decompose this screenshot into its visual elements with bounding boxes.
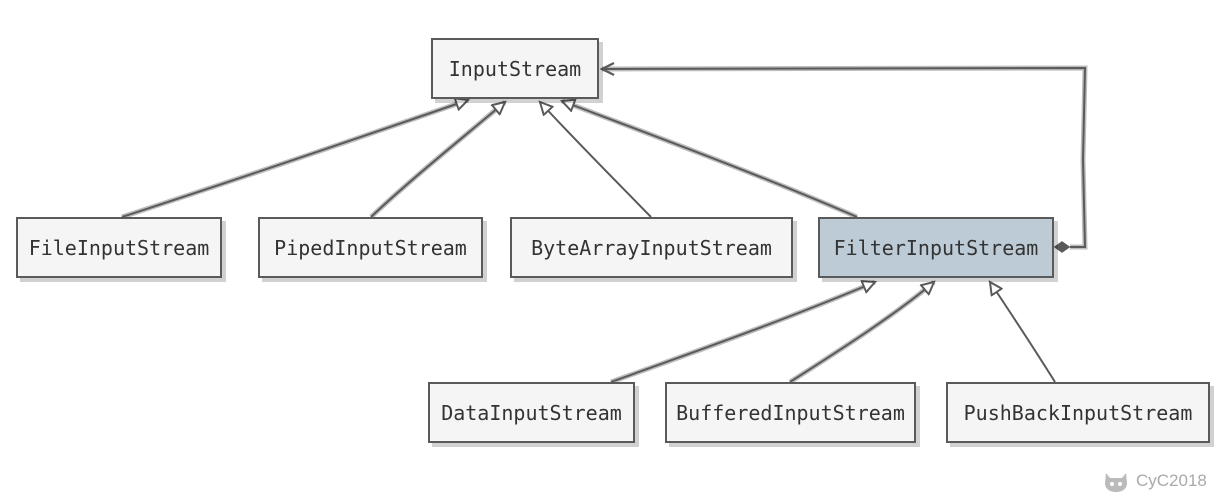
edge-buffered-to-filter-line (789, 282, 934, 383)
watermark: CyC2018 (1102, 468, 1207, 494)
node-data-input-stream[interactable]: DataInputStream (428, 382, 635, 443)
watermark-text: CyC2018 (1136, 471, 1207, 490)
node-byte-array-input-stream[interactable]: ByteArrayInputStream (510, 217, 793, 278)
edge-data-to-filter-line (610, 282, 875, 383)
node-piped-input-stream[interactable]: PipedInputStream (258, 217, 483, 278)
aggregation-diamond-icon (1053, 241, 1071, 253)
edge-file-to-inputstream-line (121, 100, 468, 218)
node-input-stream[interactable]: InputStream (431, 38, 599, 99)
node-file-input-stream[interactable]: FileInputStream (16, 217, 222, 278)
edge-filter-aggregates-inputstream-line (599, 61, 1087, 248)
node-buffered-input-stream[interactable]: BufferedInputStream (665, 382, 916, 443)
cat-logo-icon (1105, 473, 1127, 492)
edge-bytearray-to-inputstream (540, 102, 652, 218)
edge-pushback-to-filter (990, 282, 1056, 383)
edge-filter-to-inputstream-line (562, 101, 858, 218)
edge-piped-to-inputstream-line (370, 102, 505, 218)
node-pushback-input-stream[interactable]: PushBackInputStream (946, 382, 1210, 443)
node-filter-input-stream[interactable]: FilterInputStream (818, 217, 1054, 278)
